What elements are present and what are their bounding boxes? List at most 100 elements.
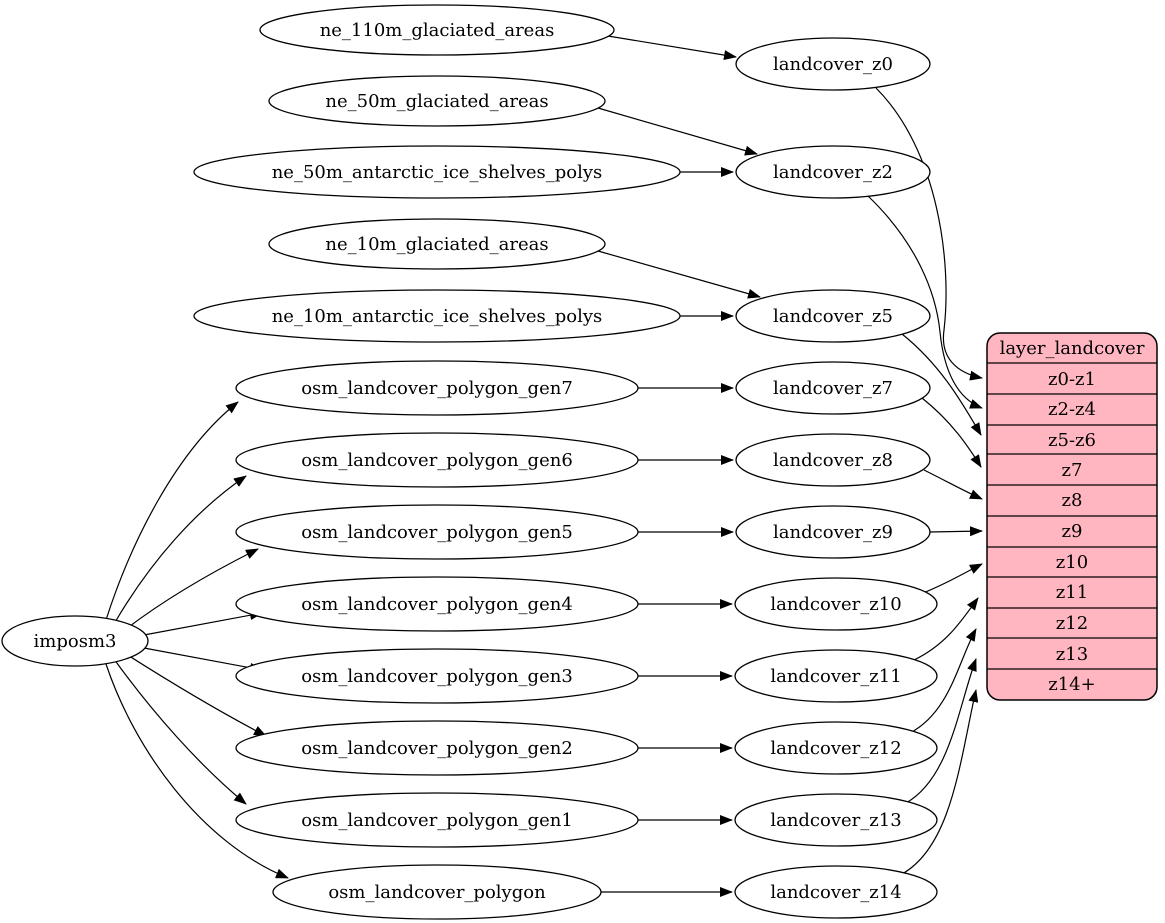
z12-ellipse xyxy=(734,721,938,775)
edge-z9-row xyxy=(929,526,983,537)
edge-layer xyxy=(105,35,983,897)
edge-ne10g-z5 xyxy=(597,250,761,299)
edge-z5-row xyxy=(901,333,982,436)
gen5-ellipse xyxy=(235,504,639,560)
edge-z8-row xyxy=(923,469,983,500)
ne10a-label: ne_10m_antarctic_ice_shelves_polys xyxy=(272,306,603,327)
ne10a-ellipse xyxy=(193,289,681,343)
z0-ellipse xyxy=(735,37,931,91)
edge-imposm3-gen5 xyxy=(125,548,259,630)
node-osm-landcover-polygon-gen5: osm_landcover_polygon_gen5 xyxy=(235,504,639,560)
ne110-label: ne_110m_glaciated_areas xyxy=(320,20,555,41)
gen2-ellipse xyxy=(235,720,639,776)
z8-label: landcover_z8 xyxy=(773,450,893,471)
gen7-label: osm_landcover_polygon_gen7 xyxy=(301,378,573,399)
z7-label: landcover_z7 xyxy=(773,378,893,399)
node-imposm3: imposm3 xyxy=(1,615,149,667)
edge-imposm3-osm xyxy=(105,663,289,879)
z2-label: landcover_z2 xyxy=(773,162,893,183)
edge-z0-row xyxy=(875,87,983,381)
z7-ellipse xyxy=(735,361,931,415)
z10-ellipse xyxy=(734,577,938,631)
node-layer-landcover-table: layer_landcover z0-z1 z2-z4 z5-z6 z7 z8 … xyxy=(986,332,1158,701)
gen3-label: osm_landcover_polygon_gen3 xyxy=(301,666,573,687)
ne10g-ellipse xyxy=(268,218,606,270)
row-z14plus: z14+ xyxy=(1048,674,1095,695)
ne110-ellipse xyxy=(259,4,615,56)
z11-label: landcover_z11 xyxy=(770,666,901,687)
node-ne-50m-antarctic-ice-shelves-polys: ne_50m_antarctic_ice_shelves_polys xyxy=(193,145,681,199)
gen4-ellipse xyxy=(235,576,639,632)
node-landcover-z9: landcover_z9 xyxy=(735,505,931,559)
node-osm-landcover-polygon-gen4: osm_landcover_polygon_gen4 xyxy=(235,576,639,632)
z12-label: landcover_z12 xyxy=(770,738,901,759)
z5-label: landcover_z5 xyxy=(773,306,893,327)
row-z2-z4: z2-z4 xyxy=(1048,399,1096,420)
node-osm-landcover-polygon-gen6: osm_landcover_polygon_gen6 xyxy=(235,432,639,488)
gen1-label: osm_landcover_polygon_gen1 xyxy=(301,810,573,831)
node-landcover-z0: landcover_z0 xyxy=(735,37,931,91)
ne50a-label: ne_50m_antarctic_ice_shelves_polys xyxy=(272,162,603,183)
z14-ellipse xyxy=(734,865,938,919)
ne50g-ellipse xyxy=(268,75,606,127)
edge-z14-row xyxy=(901,689,979,875)
node-landcover-z12: landcover_z12 xyxy=(734,721,938,775)
node-osm-landcover-polygon-gen1: osm_landcover_polygon_gen1 xyxy=(235,792,639,848)
gen4-label: osm_landcover_polygon_gen4 xyxy=(301,594,573,615)
row-z9: z9 xyxy=(1062,521,1083,542)
edge-z11-row xyxy=(913,597,979,661)
edge-imposm3-gen7 xyxy=(105,401,239,621)
node-ne-10m-antarctic-ice-shelves-polys: ne_10m_antarctic_ice_shelves_polys xyxy=(193,289,681,343)
edge-z7-row xyxy=(921,397,982,468)
layer-landcover-title: layer_landcover xyxy=(1000,338,1145,359)
edge-imposm3-gen2 xyxy=(125,653,267,737)
gen3-ellipse xyxy=(235,648,639,704)
edge-z12-row xyxy=(909,628,977,734)
ne50a-ellipse xyxy=(193,145,681,199)
gen5-label: osm_landcover_polygon_gen5 xyxy=(301,522,573,543)
node-landcover-z11: landcover_z11 xyxy=(734,649,938,703)
node-ne-50m-glaciated-areas: ne_50m_glaciated_areas xyxy=(268,75,606,127)
edge-ne110-z0 xyxy=(607,35,737,60)
row-z11: z11 xyxy=(1056,582,1088,603)
row-z5-z6: z5-z6 xyxy=(1048,430,1096,451)
gen6-label: osm_landcover_polygon_gen6 xyxy=(301,450,573,471)
z13-label: landcover_z13 xyxy=(770,810,901,831)
z2-ellipse xyxy=(735,145,931,199)
row-z8: z8 xyxy=(1062,490,1083,511)
node-osm-landcover-polygon-gen7: osm_landcover_polygon_gen7 xyxy=(235,360,639,416)
edge-imposm3-gen4 xyxy=(143,610,263,636)
edge-imposm3-gen3 xyxy=(143,647,263,673)
z9-label: landcover_z9 xyxy=(773,522,893,543)
node-ne-10m-glaciated-areas: ne_10m_glaciated_areas xyxy=(268,218,606,270)
gen7-ellipse xyxy=(235,360,639,416)
node-landcover-z13: landcover_z13 xyxy=(734,793,938,847)
edge-imposm3-gen1 xyxy=(113,658,247,805)
imposm3-ellipse xyxy=(1,615,149,667)
imposm3-label: imposm3 xyxy=(34,631,117,652)
osm-label: osm_landcover_polygon xyxy=(328,882,546,903)
gen2-label: osm_landcover_polygon_gen2 xyxy=(301,738,573,759)
gen1-ellipse xyxy=(235,792,639,848)
row-z7: z7 xyxy=(1062,460,1083,481)
osm-ellipse xyxy=(272,864,602,920)
edge-z2-row xyxy=(867,195,983,409)
node-osm-landcover-polygon: osm_landcover_polygon xyxy=(272,864,602,920)
edge-z13-row xyxy=(905,658,977,804)
z9-ellipse xyxy=(735,505,931,559)
edge-z10-row xyxy=(922,563,983,594)
node-landcover-z5: landcover_z5 xyxy=(735,289,931,343)
node-landcover-z2: landcover_z2 xyxy=(735,145,931,199)
node-osm-landcover-polygon-gen3: osm_landcover_polygon_gen3 xyxy=(235,648,639,704)
edge-imposm3-gen6 xyxy=(113,475,247,625)
node-ne-110m-glaciated-areas: ne_110m_glaciated_areas xyxy=(259,4,615,56)
row-z13: z13 xyxy=(1056,644,1088,665)
node-landcover-z14: landcover_z14 xyxy=(734,865,938,919)
z0-label: landcover_z0 xyxy=(773,54,893,75)
gen6-ellipse xyxy=(235,432,639,488)
z5-ellipse xyxy=(735,289,931,343)
node-landcover-z10: landcover_z10 xyxy=(734,577,938,631)
z10-label: landcover_z10 xyxy=(770,594,901,615)
z8-ellipse xyxy=(735,433,931,487)
